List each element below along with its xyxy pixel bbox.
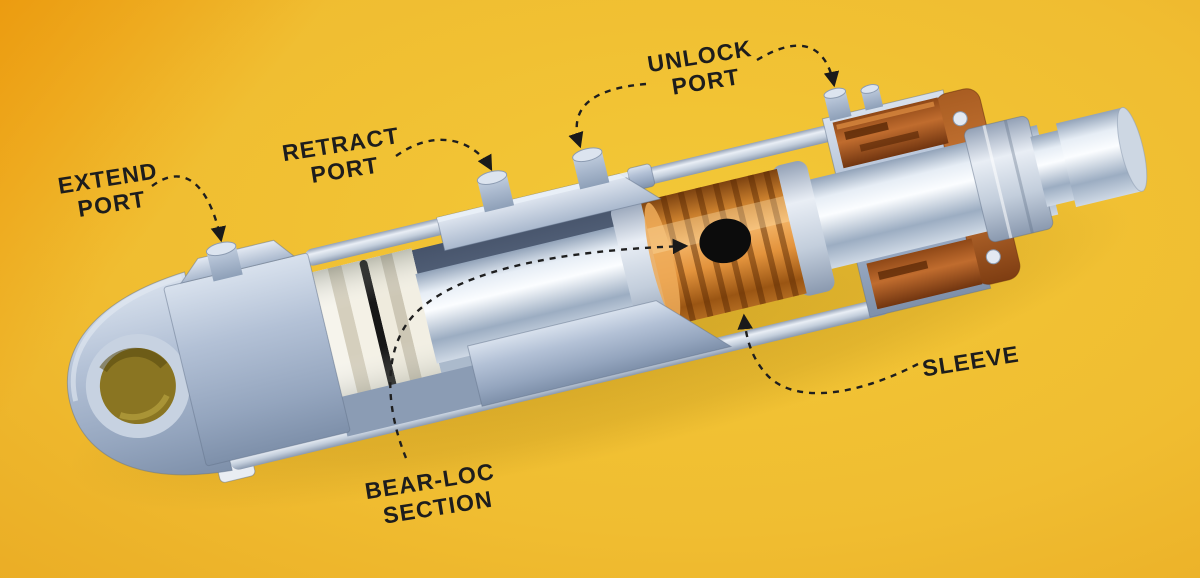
leader-extend-port <box>151 175 226 243</box>
cylinder-cap-block <box>163 239 351 467</box>
sleeve-hole <box>699 218 752 264</box>
leader-sleeve <box>737 313 919 395</box>
unlock-port-boss <box>572 147 610 190</box>
rod-end <box>1055 107 1148 208</box>
piston-seals <box>312 248 445 413</box>
lower-shell-wall <box>338 364 484 437</box>
cylinder-assembly <box>66 84 1148 483</box>
extend-port-boss <box>205 241 243 282</box>
retract-port-boss <box>476 170 515 213</box>
label-unlock-port: UNLOCK PORT <box>646 35 754 100</box>
label-extend-port: EXTEND PORT <box>56 157 159 222</box>
bear-loc-sleeve <box>610 161 835 335</box>
head-block-gland <box>823 84 1006 310</box>
leader-unlock-port-right <box>756 44 840 88</box>
rod-hex-collar <box>963 115 1054 243</box>
leader-retract-port <box>395 138 493 172</box>
head-top-bolt <box>823 87 852 122</box>
label-retract-port: RETRACT PORT <box>280 122 401 188</box>
leader-lines <box>151 44 919 459</box>
rod-neck <box>1030 129 1079 207</box>
leader-unlock-port-left <box>568 82 647 149</box>
leader-bear-loc-section <box>389 238 689 459</box>
